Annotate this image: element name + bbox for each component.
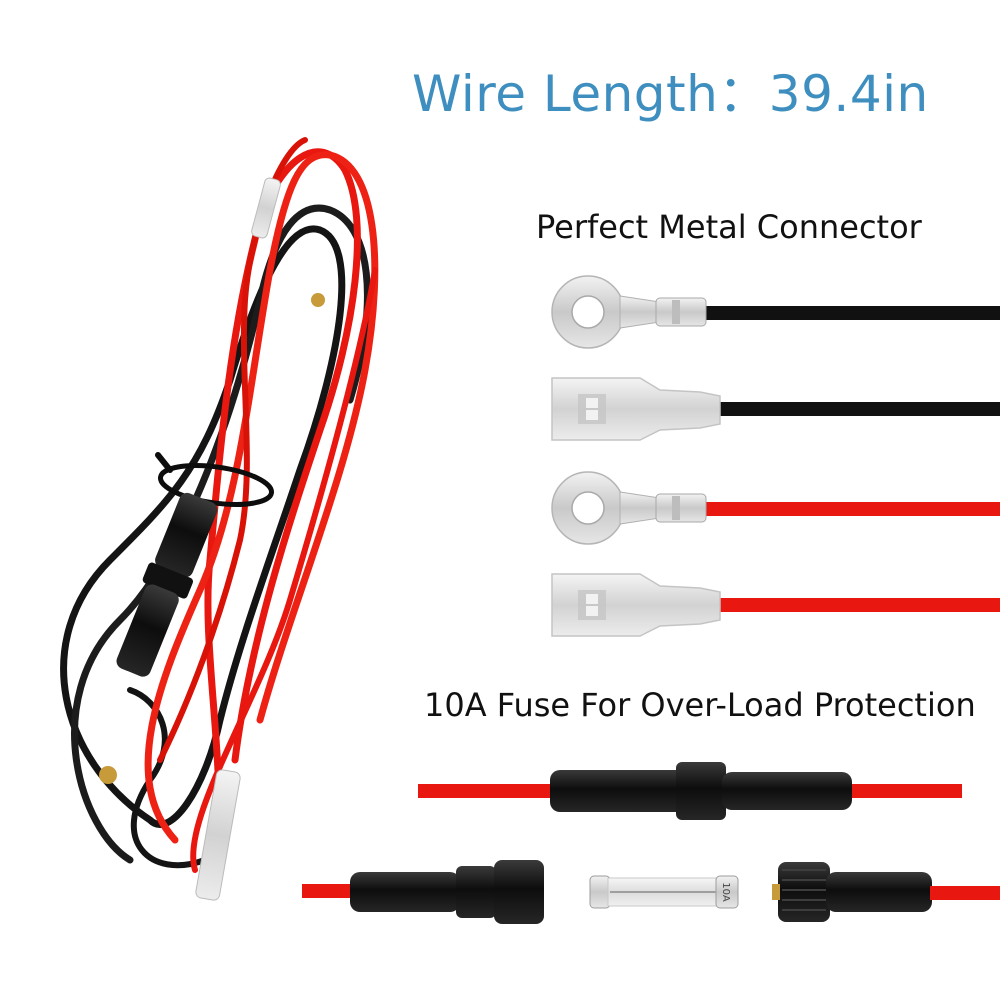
cable-tie xyxy=(157,463,275,507)
coil-ring-terminal-2 xyxy=(311,293,325,307)
coil-terminal-bottom xyxy=(195,769,241,901)
red-wire-loop-1 xyxy=(204,148,361,884)
black-wire-loop-1 xyxy=(60,225,346,828)
fuse-rating-print: 10A xyxy=(720,882,731,902)
coil-terminal-top xyxy=(251,177,281,239)
cable-tie-tail xyxy=(155,452,173,473)
connector-caption: Perfect Metal Connector xyxy=(536,208,922,246)
spade-terminal-black xyxy=(551,377,1000,441)
coil-fuse-holder xyxy=(116,492,218,677)
red-wire-loop-4 xyxy=(190,267,378,873)
fuse-caption: 10A Fuse For Over-Load Protection xyxy=(424,686,976,724)
wire-length-headline: Wire Length：39.4in xyxy=(412,65,929,123)
glass-fuse: 10A xyxy=(589,875,739,909)
assembled-fuse-holder xyxy=(418,762,962,820)
fuse-holder-right-cap xyxy=(772,862,1000,922)
red-wire-loop-2 xyxy=(144,151,379,844)
spade-terminal-red xyxy=(551,573,1000,637)
coil-ring-terminal xyxy=(99,766,117,784)
ring-terminal-red xyxy=(551,471,1000,545)
coiled-wire-harness xyxy=(60,137,379,901)
fuse-holder-left-cap xyxy=(302,860,544,924)
ring-terminal-black xyxy=(551,275,1000,349)
